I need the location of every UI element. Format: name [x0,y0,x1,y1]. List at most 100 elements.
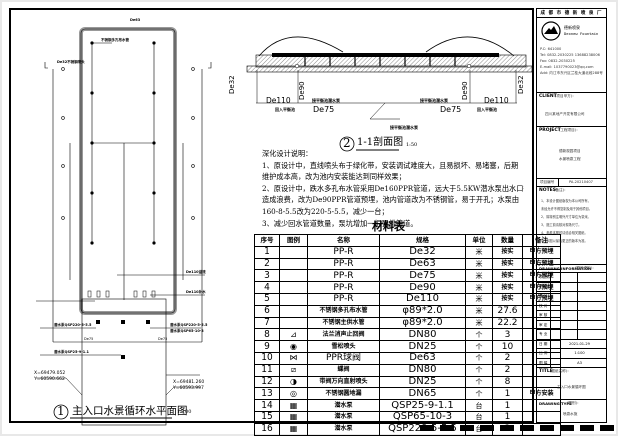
legend-cell [279,304,308,318]
info-key: 比 例 [537,349,551,358]
coord-left-y: Y=60590.662 [34,377,65,382]
legend-cell [279,316,308,330]
notes-heading: 深化设计说明： [262,149,313,158]
floor-drain-icon: ◎ [279,387,308,401]
info-row: 设 计 [537,292,606,302]
info-value[interactable] [551,320,578,329]
info-key: 审 核 [537,311,551,320]
materials-title: 材料表 [372,220,405,233]
info-key: 图 幅 [537,358,551,367]
material-note [522,340,561,353]
company-header: 成 都 市 德 新 喷 泉 厂 [537,9,606,18]
section-label: 接平衡池潜水泵 [390,125,418,130]
project-section: PROJECT (工程项目)： 德新观园项目 水景喷泉工程 [537,127,606,179]
row-number: 5 [254,292,280,306]
client-hint: (项目甲方)： [555,94,576,98]
notes-hint: (备注)： [554,188,568,192]
notes-line: 3、减少回水管道数量，泵坑增加一根强排管道。 [262,218,418,228]
material-qty: 3 [492,328,523,342]
info-signature[interactable] [578,292,606,301]
col-header: 名称 [307,234,380,247]
material-name: PP-R [307,281,380,294]
info-signature[interactable] [578,330,606,339]
info-row: 工程负责 [537,282,606,298]
material-unit: 米 [465,245,493,259]
pipe-label: De75 [84,337,94,341]
col-header: 单位 [465,234,493,247]
company-logo-icon [541,21,561,41]
notes-line: 160-8-5.5改为220-5-5.5，减少一台； [262,206,389,216]
material-note [522,363,561,377]
section-label: De110 [266,96,291,105]
material-name: 潜水泵 [307,410,380,424]
material-note [522,399,561,412]
info-key: 工程负责 [539,282,551,298]
info-value[interactable] [551,330,578,339]
info-row: 审 核 [537,311,606,321]
material-name: 不锈钢多孔布水管 [307,304,380,318]
material-spec: φ89*2.0 [379,304,466,318]
butterfly-valve-icon: ⧄ [279,363,308,377]
section-label: De90 [298,81,306,100]
info-key: 项目负责 [539,273,551,288]
info-row: 校 对 [537,301,606,311]
contact-line: Tel: 0832-2030225 13688238006 [540,53,600,57]
notes-line: 维护成本高，改为池内安装能达到同样效果； [262,172,406,182]
info-signature[interactable] [578,321,606,330]
info-signature[interactable] [578,302,606,311]
coord-right-x: X=69481.260 [173,380,205,385]
info-value[interactable] [551,301,578,310]
pipe-label: De110补水 [186,290,206,294]
material-spec: QSP25-9-1.1 [379,399,466,412]
nozzle-icon: ◉ [279,340,308,353]
design-notes: 深化设计说明： 1、原设计中，直线喷头布于绿化带，安装调试难度大，且易损坏、易堵… [262,148,524,229]
coord-left-x: X=69479.052 [34,371,66,376]
material-note [522,304,561,318]
section-label: De75 [440,105,462,114]
info-signature[interactable] [578,283,606,292]
row-number: 6 [254,304,280,318]
project-no-label: 项目编号 [540,180,555,184]
material-qty: 按实 [492,269,523,283]
info-value[interactable] [551,311,578,320]
info-signature[interactable] [578,273,606,282]
info-value[interactable] [551,282,578,291]
section-view-drawing [246,36,533,152]
brand-cn: 德新喷泉 [564,25,580,30]
material-spec: De63 [379,351,466,365]
info-signature[interactable] [578,311,606,320]
material-name: 不锈钢圆地漏 [307,387,380,401]
material-note: 甲方预埋 [522,245,561,259]
plan-circle-number: 1 [57,404,65,418]
section-label: 回入平衡池 [275,107,295,112]
info-value[interactable] [551,273,578,282]
info-key: 审 定 [537,320,551,329]
row-number: 10 [254,351,280,365]
pump-icon: ▦ [279,422,308,436]
info-value[interactable] [551,292,578,301]
brand-en: Dexnew Fountain [564,31,599,36]
material-qty: 27.6 [492,304,523,318]
info-row: 专 业 [537,330,606,340]
material-qty: 按实 [492,257,523,271]
material-unit: 个 [465,387,493,401]
material-name: 不锈钢主供水管 [307,316,380,330]
material-qty: 1 [492,399,523,412]
balance-pool-outline [81,298,167,426]
project-no-row: 项目编号 PA-20210407 [537,179,606,187]
pump-label: 潜水泵QSP25-9-1.1 [54,350,89,354]
section-label: 回入平衡池 [477,107,497,112]
section-label: De110 [484,96,509,105]
pump-label: 潜水泵QSP220-5-5.5 [54,323,92,327]
material-qty: 2 [492,363,523,377]
col-header: 数量 [492,234,523,247]
coord-right-y: Y=60593.997 [173,386,204,391]
project-line: 德新观园项目 [559,149,581,153]
section-label: De32 [228,75,236,94]
material-qty: 1 [492,387,523,401]
